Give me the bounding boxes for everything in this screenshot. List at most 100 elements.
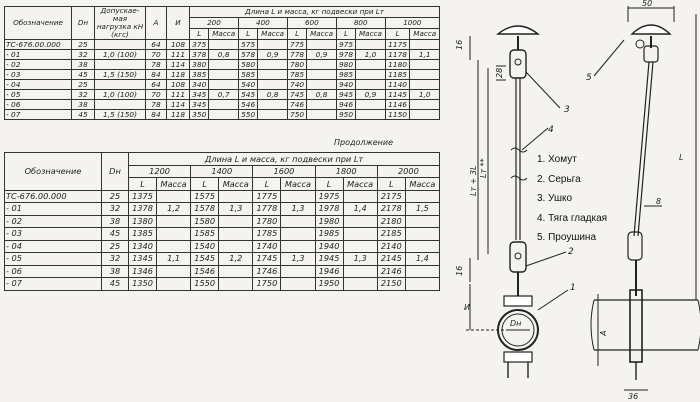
table-cell: - 07 [4,277,102,291]
table-cell: 1,5 (150) [94,69,146,80]
table-cell [94,59,146,70]
table-cell: 1178 [384,49,411,60]
dim-label: Lт ** [479,158,488,178]
table-cell [257,69,288,80]
table-cell: 1145 [384,89,411,100]
dim-label: Lт + 3L [469,166,478,196]
subheader-length: L [190,177,220,191]
table-cell: 1375 [128,189,157,203]
clamp-bolt-bottom [503,351,533,363]
table-cell: 1940 [314,239,344,253]
rod-side [637,61,654,237]
table-cell: 78 [145,59,167,70]
table-cell: 378 [188,49,210,60]
table-cell [257,59,288,70]
table-cell: 1985 [314,227,344,241]
subheader-mass: Масса [342,177,378,191]
table-cell [208,39,239,50]
table-cell [155,227,192,241]
table-cell: 1350 [128,277,157,291]
table-cell: 84 [145,69,167,80]
dim-label: 16 [455,40,464,50]
table-cell: 78 [145,99,167,110]
length-header: 200 [189,17,239,29]
table-cell: - 05 [4,89,72,100]
table-cell: 550 [237,109,259,120]
table-cell: 1340 [128,239,157,253]
length-header: 600 [286,17,337,29]
table-cell: 1150 [384,109,411,120]
clamp-bolt-top [503,295,533,307]
continuation-label: Продолжение [334,138,394,147]
table-cell [355,79,386,90]
table-cell: - 05 [4,252,102,266]
table-cell [155,264,192,278]
table-cell: 575 [237,39,259,50]
table-cell [280,277,316,291]
table-cell: 340 [188,79,210,90]
table-cell: 64 [145,79,167,90]
table-cell: 1385 [128,227,157,241]
table-cell: 1746 [252,264,282,278]
table-cell: 985 [335,69,357,80]
table-cell: 1775 [252,189,282,203]
subheader-length: L [252,177,282,191]
table-cell [342,264,378,278]
table-cell: 1545 [190,252,220,266]
legend-item: 5. Проушина [537,232,597,243]
table-cell [409,109,440,120]
table-cell: 2185 [376,227,406,241]
table-cell: 1978 [314,202,344,216]
pipe-break-right [697,299,700,351]
table-cell [306,79,337,90]
table-cell: 1946 [314,264,344,278]
callout-number: 1 [570,283,576,293]
table-cell [280,227,316,241]
table-cell [306,69,337,80]
length-header: 1400 [190,164,254,178]
table-cell [404,189,441,203]
table-cell: 585 [237,69,259,80]
table-cell: 38 [101,214,129,228]
table-cell: 1380 [128,214,157,228]
table-cell: 1,3 [280,252,316,266]
table-cell: - 04 [4,239,102,253]
table-cell: 980 [335,59,357,70]
rod-side [633,61,650,237]
table-cell: 785 [286,69,308,80]
table-cell: 546 [237,99,259,110]
subheader-length: L [128,177,157,191]
table-cell: - 06 [4,264,102,278]
table-cell [155,277,192,291]
table-cell [409,39,440,50]
dim-label: 8 [656,197,661,206]
legend-item: 1. Хомут [537,154,577,165]
table-cell: 1778 [252,202,282,216]
table-cell: 114 [166,99,190,110]
table-cell: - 07 [4,109,72,120]
table-cell: 1945 [314,252,344,266]
table-cell [342,239,378,253]
table-cell [404,214,441,228]
length-header: 1000 [384,17,441,29]
table-cell: 70 [145,49,167,60]
dim-label: 36 [628,392,638,401]
subheader-length: L [384,28,411,40]
top-lug-shape [496,25,540,35]
table-cell [208,109,239,120]
table-cell: 2178 [376,202,406,216]
column-header: А [145,6,167,40]
table-cell: 25 [71,79,95,90]
subheader-mass: Масса [208,28,239,40]
table-cell: 32 [71,49,95,60]
